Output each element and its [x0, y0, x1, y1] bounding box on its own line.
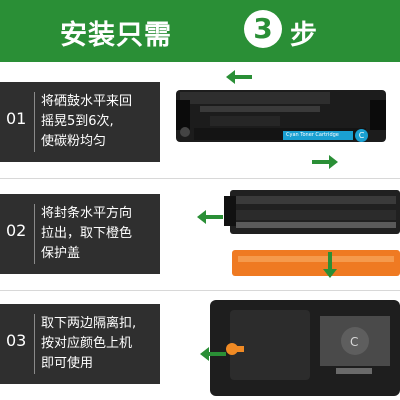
step-2-panel: 02 将封条水平方向 拉出，取下橙色 保护盖 — [0, 194, 160, 274]
step-count-badge: 3 — [244, 10, 282, 48]
step-2-line-1: 将封条水平方向 — [41, 206, 133, 221]
step-divider — [34, 314, 35, 374]
cartridge-seal-image — [224, 190, 400, 276]
step-2-line-3: 保护盖 — [41, 246, 81, 261]
step-2-number: 02 — [6, 221, 27, 240]
arrow-right-icon — [312, 155, 338, 169]
step-1-line-3: 使碳粉均匀 — [41, 134, 107, 149]
banner-title-tail: 步 — [290, 20, 317, 51]
step-3-panel: 03 取下两边隔离扣, 按对应颜色上机 即可使用 — [0, 304, 160, 384]
section-divider — [0, 290, 400, 291]
step-2-text: 将封条水平方向 拉出，取下橙色 保护盖 — [41, 204, 159, 264]
step-divider — [34, 92, 35, 152]
title-banner: 安装只需 3 步 — [0, 0, 400, 62]
banner-title: 安装只需 — [60, 20, 172, 51]
cartridge-label — [283, 131, 353, 140]
step-3-text: 取下两边隔离扣, 按对应颜色上机 即可使用 — [41, 314, 159, 374]
step-3-number: 03 — [6, 331, 27, 350]
section-divider — [0, 178, 400, 179]
step-3-line-1: 取下两边隔离扣, — [41, 316, 137, 331]
step-1-line-2: 摇晃5到6次, — [41, 114, 114, 129]
cartridge-label-text: Cyan Toner Cartridge — [286, 132, 339, 138]
arrow-left-icon — [200, 347, 226, 361]
step-2-line-2: 拉出，取下橙色 — [41, 226, 133, 241]
svg-text:C: C — [350, 335, 358, 349]
isolation-clip-image: C — [210, 300, 400, 396]
arrow-left-icon — [197, 210, 223, 224]
color-badge: C — [355, 129, 368, 142]
toner-cartridge-image — [176, 90, 386, 142]
arrow-left-icon — [226, 70, 252, 84]
arrow-down-icon — [323, 252, 337, 278]
step-3-line-2: 按对应颜色上机 — [41, 336, 133, 351]
step-divider — [34, 204, 35, 264]
step-1-line-1: 将硒鼓水平来回 — [41, 94, 133, 109]
step-3-line-3: 即可使用 — [41, 356, 94, 371]
step-1-text: 将硒鼓水平来回 摇晃5到6次, 使碳粉均匀 — [41, 92, 159, 152]
step-1-number: 01 — [6, 109, 27, 128]
step-1-panel: 01 将硒鼓水平来回 摇晃5到6次, 使碳粉均匀 — [0, 82, 160, 162]
